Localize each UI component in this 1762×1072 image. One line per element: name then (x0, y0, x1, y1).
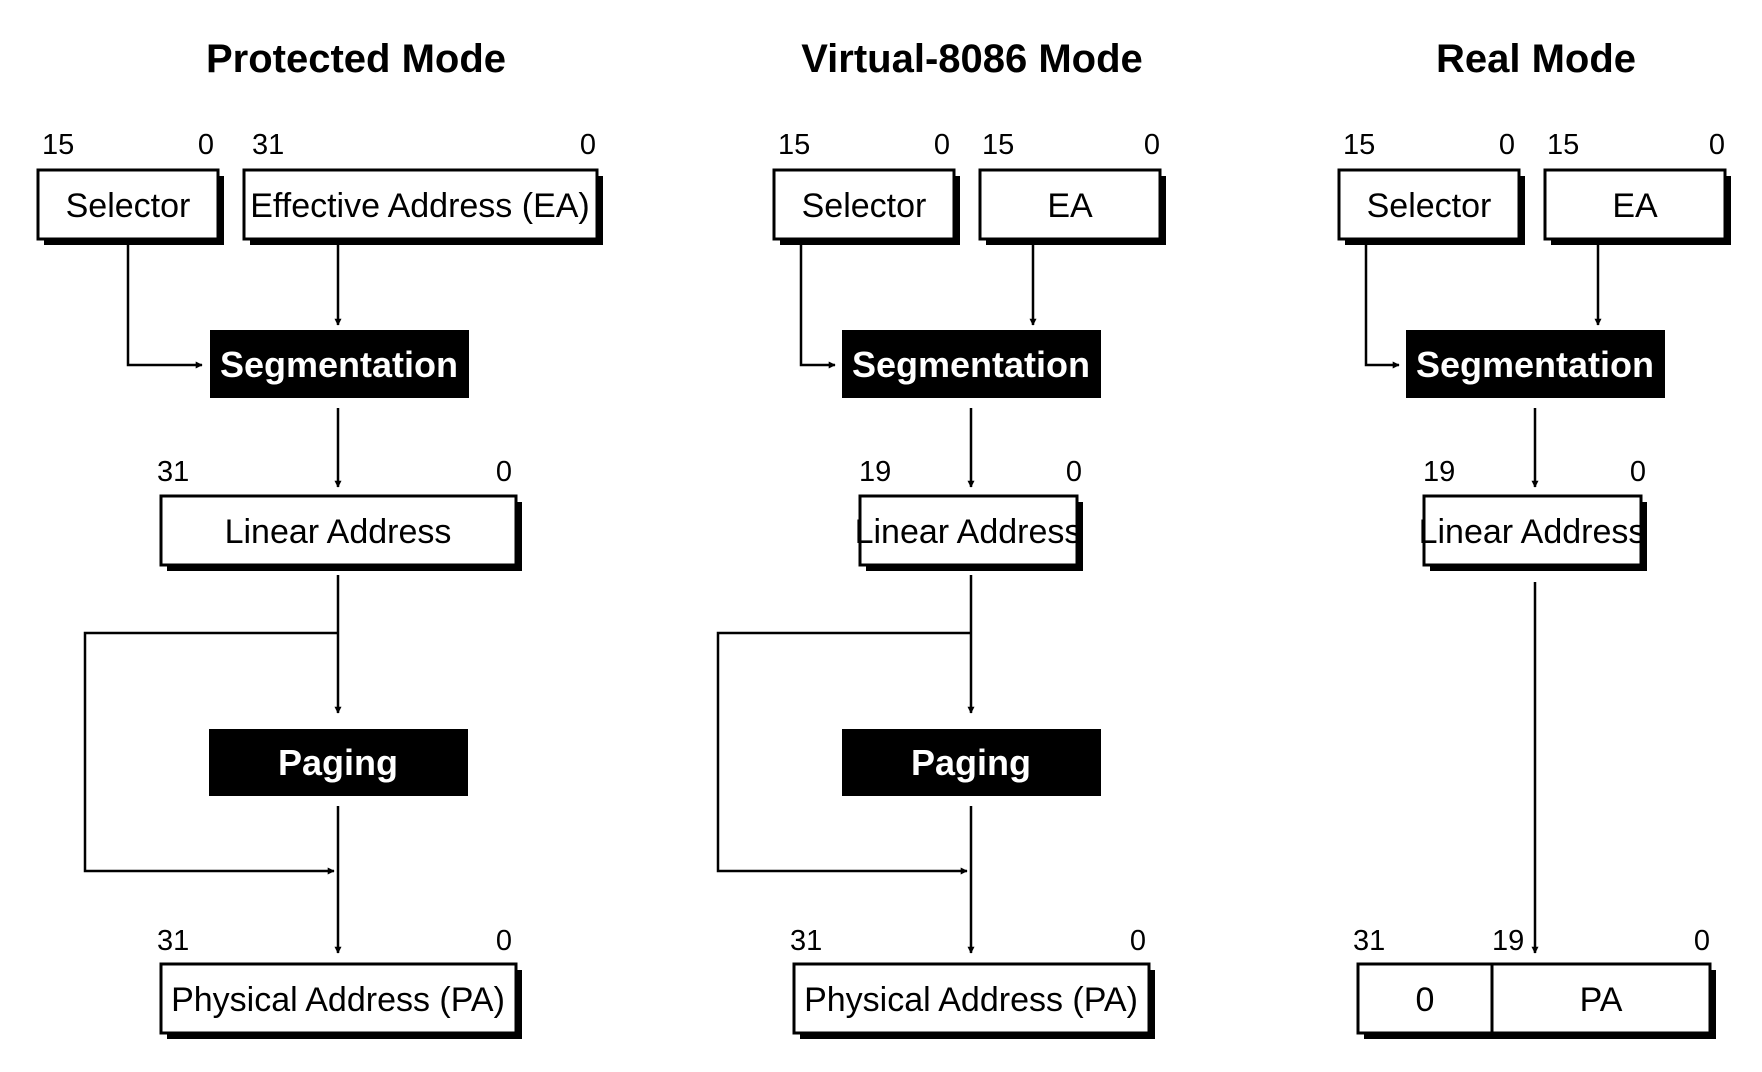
ea-box (1543, 168, 1727, 241)
physical-low-bit: 0 (1694, 925, 1710, 957)
ea-high-bit: 15 (1547, 129, 1579, 161)
physical-zero-field (1356, 962, 1494, 1035)
physical-address-label: Physical Address (PA) (171, 981, 505, 1019)
ea-low-bit: 0 (1709, 129, 1725, 161)
paging-bypass-arrow (716, 631, 971, 875)
real-mode-title: Real Mode (1436, 37, 1636, 81)
selector-to-segmentation-arrow (799, 245, 836, 369)
paging-label: Paging (911, 742, 1031, 783)
segmentation-label: Segmentation (852, 344, 1090, 385)
selector-low-bit: 0 (1499, 129, 1515, 161)
linear-address-label: Linear Address (855, 513, 1082, 551)
physical-address-box (792, 962, 1151, 1035)
linear-address-label: Linear Address (225, 513, 452, 551)
virtual-8086-mode-panel: Virtual-8086 Mode 15 0 Selector 15 0 EA … (716, 37, 1166, 1039)
selector-label: Selector (802, 187, 927, 225)
paging-bypass-arrow (83, 631, 338, 875)
linear-high-bit: 31 (157, 456, 189, 488)
linear-address-box (159, 494, 518, 567)
virtual-8086-mode-title: Virtual-8086 Mode (801, 37, 1143, 81)
physical-high-bit: 31 (1353, 925, 1385, 957)
protected-mode-panel: Protected Mode 15 0 Selector 31 0 Effect… (36, 37, 603, 1039)
selector-box (772, 168, 956, 241)
selector-low-bit: 0 (934, 129, 950, 161)
physical-pa-field (1490, 962, 1712, 1035)
ea-high-bit: 15 (982, 129, 1014, 161)
ea-low-bit: 0 (1144, 129, 1160, 161)
selector-high-bit: 15 (1343, 129, 1375, 161)
physical-low-bit: 0 (496, 925, 512, 957)
selector-box (1337, 168, 1521, 241)
selector-label: Selector (66, 187, 191, 225)
physical-mid-bit: 19 (1492, 925, 1524, 957)
ea-label: EA (1047, 187, 1093, 225)
ea-label: EA (1612, 187, 1658, 225)
segmentation-label: Segmentation (1416, 344, 1654, 385)
physical-low-bit: 0 (1130, 925, 1146, 957)
linear-low-bit: 0 (1630, 456, 1646, 488)
ea-box (978, 168, 1162, 241)
segmentation-label: Segmentation (220, 344, 458, 385)
linear-low-bit: 0 (496, 456, 512, 488)
selector-low-bit: 0 (198, 129, 214, 161)
segmentation-block (1406, 330, 1665, 398)
selector-label: Selector (1367, 187, 1492, 225)
linear-address-box (858, 494, 1079, 567)
paging-block (209, 729, 468, 796)
physical-address-label: PA (1580, 981, 1623, 1019)
linear-address-label: Linear Address (1419, 513, 1646, 551)
physical-zero-label: 0 (1416, 981, 1435, 1019)
physical-high-bit: 31 (790, 925, 822, 957)
linear-address-box (1422, 494, 1643, 567)
linear-high-bit: 19 (1423, 456, 1455, 488)
linear-low-bit: 0 (1066, 456, 1082, 488)
paging-block (842, 729, 1101, 796)
physical-address-box (159, 962, 518, 1035)
ea-box (242, 168, 599, 241)
linear-high-bit: 19 (859, 456, 891, 488)
ea-low-bit: 0 (580, 129, 596, 161)
ea-label: Effective Address (EA) (250, 187, 590, 225)
real-mode-panel: Real Mode 15 0 Selector 15 0 EA Segmenta… (1337, 37, 1731, 1039)
selector-to-segmentation-arrow (1364, 245, 1400, 369)
segmentation-block (210, 330, 469, 398)
physical-high-bit: 31 (157, 925, 189, 957)
selector-box (36, 168, 220, 241)
segmentation-block (842, 330, 1101, 398)
physical-address-label: Physical Address (PA) (804, 981, 1138, 1019)
selector-high-bit: 15 (778, 129, 810, 161)
paging-label: Paging (278, 742, 398, 783)
protected-mode-title: Protected Mode (206, 37, 506, 81)
selector-high-bit: 15 (42, 129, 74, 161)
ea-high-bit: 31 (252, 129, 284, 161)
selector-to-segmentation-arrow (126, 245, 203, 369)
